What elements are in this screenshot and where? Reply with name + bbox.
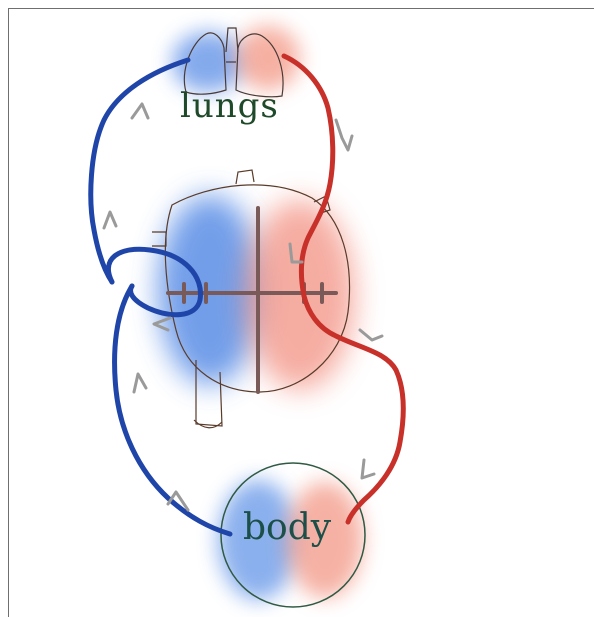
arrow-up-left-lower: [134, 374, 146, 392]
arrow-down-right-body: [362, 460, 374, 478]
body-label: body: [243, 507, 331, 548]
arrow-down-right-upper: [336, 120, 352, 150]
lungs-label: lungs: [180, 86, 279, 126]
arrow-up-left-upper: [132, 104, 148, 118]
arrow-up-left-mid: [104, 212, 116, 228]
arrow-right-lower: [360, 330, 382, 340]
